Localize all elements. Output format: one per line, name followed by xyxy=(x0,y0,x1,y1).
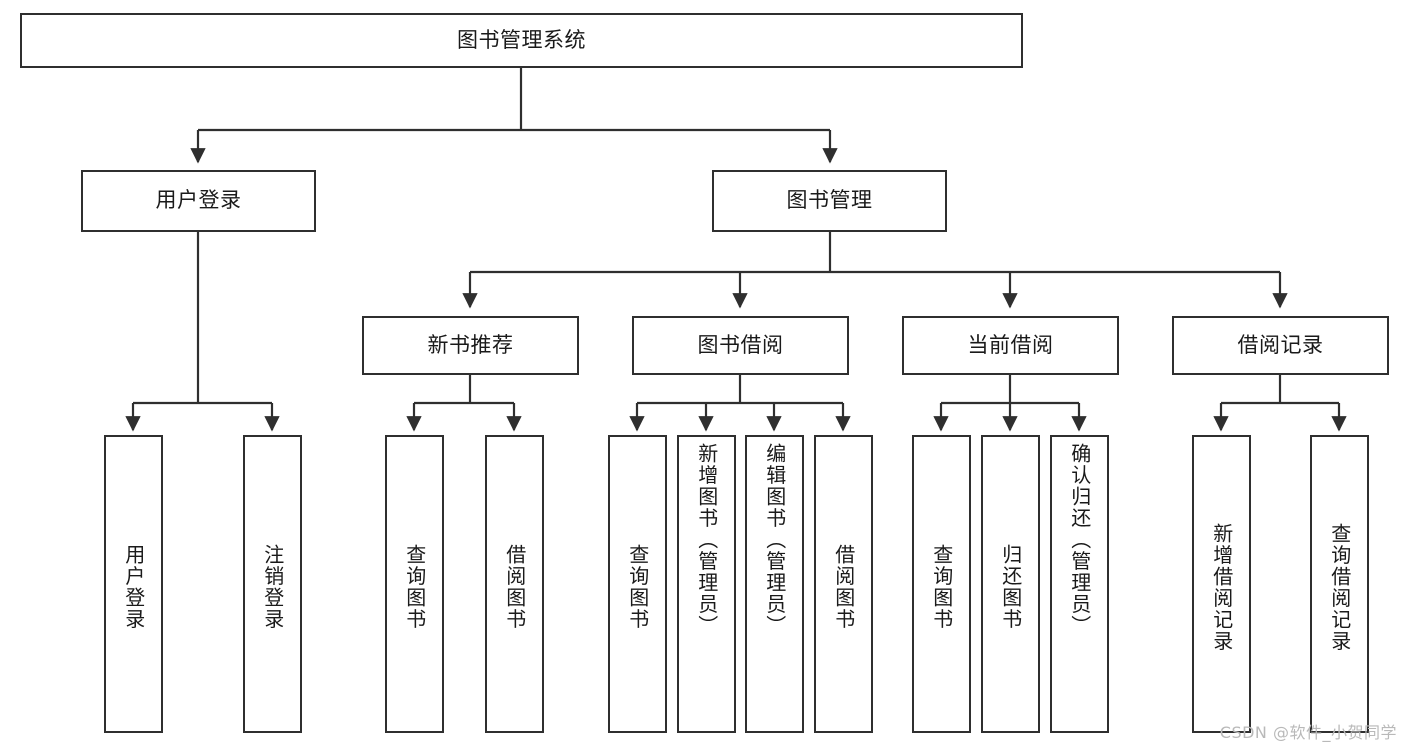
node-leaf-borrow-book-2[interactable]: 借阅图书 xyxy=(814,435,873,733)
node-leaf-confirm-return[interactable]: 确认归还（管理员） xyxy=(1050,435,1109,733)
node-leaf-confirm-return-label: 确认归还（管理员） xyxy=(1067,443,1092,637)
node-leaf-query-book-3-label: 查询图书 xyxy=(929,544,954,630)
node-book-borrow[interactable]: 图书借阅 xyxy=(632,316,849,375)
node-leaf-add-record[interactable]: 新增借阅记录 xyxy=(1192,435,1251,733)
node-user-login[interactable]: 用户登录 xyxy=(81,170,316,232)
node-leaf-borrow-book-1-label: 借阅图书 xyxy=(502,544,527,630)
node-root[interactable]: 图书管理系统 xyxy=(20,13,1023,68)
watermark-text: CSDN @软件_小贺同学 xyxy=(1219,723,1397,742)
node-leaf-edit-book[interactable]: 编辑图书（管理员） xyxy=(745,435,804,733)
node-book-manage[interactable]: 图书管理 xyxy=(712,170,947,232)
node-leaf-logout-login-label: 注销登录 xyxy=(260,544,285,630)
node-borrow-record[interactable]: 借阅记录 xyxy=(1172,316,1389,375)
node-current-borrow-label: 当前借阅 xyxy=(967,332,1054,357)
node-leaf-return-book-label: 归还图书 xyxy=(998,544,1023,630)
node-current-borrow[interactable]: 当前借阅 xyxy=(902,316,1119,375)
node-book-manage-label: 图书管理 xyxy=(786,188,873,213)
node-leaf-query-book-1-label: 查询图书 xyxy=(402,544,427,630)
node-leaf-query-book-2[interactable]: 查询图书 xyxy=(608,435,667,733)
node-leaf-query-record[interactable]: 查询借阅记录 xyxy=(1310,435,1369,733)
node-leaf-return-book[interactable]: 归还图书 xyxy=(981,435,1040,733)
node-leaf-query-book-1[interactable]: 查询图书 xyxy=(385,435,444,733)
node-leaf-add-book[interactable]: 新增图书（管理员） xyxy=(677,435,736,733)
node-leaf-borrow-book-2-label: 借阅图书 xyxy=(831,544,856,630)
node-book-borrow-label: 图书借阅 xyxy=(697,332,784,357)
node-leaf-borrow-book-1[interactable]: 借阅图书 xyxy=(485,435,544,733)
node-leaf-edit-book-label: 编辑图书（管理员） xyxy=(762,443,787,637)
node-leaf-query-book-3[interactable]: 查询图书 xyxy=(912,435,971,733)
node-leaf-add-record-label: 新增借阅记录 xyxy=(1209,522,1234,652)
node-leaf-add-book-label: 新增图书（管理员） xyxy=(694,443,719,637)
node-user-login-label: 用户登录 xyxy=(155,188,242,213)
node-leaf-logout-login[interactable]: 注销登录 xyxy=(243,435,302,733)
node-new-book-recommend[interactable]: 新书推荐 xyxy=(362,316,579,375)
node-new-book-recommend-label: 新书推荐 xyxy=(427,332,514,357)
node-root-label: 图书管理系统 xyxy=(457,27,586,52)
node-leaf-query-record-label: 查询借阅记录 xyxy=(1327,522,1352,652)
node-leaf-user-login[interactable]: 用户登录 xyxy=(104,435,163,733)
node-borrow-record-label: 借阅记录 xyxy=(1237,332,1324,357)
node-leaf-query-book-2-label: 查询图书 xyxy=(625,544,650,630)
node-leaf-user-login-label: 用户登录 xyxy=(121,544,146,630)
